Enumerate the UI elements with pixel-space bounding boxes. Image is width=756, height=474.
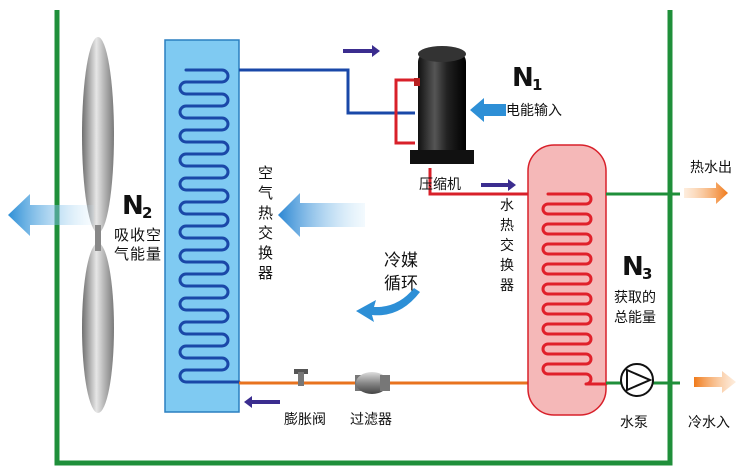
- n1-description: 电能输入: [506, 103, 562, 119]
- discharge-pipe-main: [428, 168, 548, 196]
- water-exchanger-coil: [541, 192, 608, 386]
- hot-water-out-label: 热水出: [690, 160, 732, 176]
- suction-pipe: [239, 68, 415, 115]
- refrigerant-label-line1: 冷媒: [384, 251, 418, 271]
- pump-label: 水泵: [620, 415, 648, 431]
- air-outflow-arrow: [8, 194, 94, 236]
- compressor-icon: [410, 46, 474, 164]
- n3-line1: 获取的: [614, 290, 656, 306]
- n3-line2: 总能量: [614, 310, 656, 326]
- refrigerant-label-line2: 循环: [384, 274, 418, 294]
- filter-label: 过滤器: [350, 412, 392, 428]
- air-exchanger-coil: [178, 68, 241, 384]
- outer-frame: [54, 10, 673, 466]
- flow-arrow-discharge: [481, 179, 516, 191]
- water-exchanger-label: 水热交换器: [500, 198, 514, 294]
- cold-water-arrow: [694, 371, 736, 393]
- n1-subscript: 1: [532, 76, 542, 94]
- n1-letter: N: [512, 63, 534, 93]
- n2-letter: N: [122, 191, 144, 221]
- discharge-pipe: [394, 78, 415, 145]
- cold-water-in-label: 冷水入: [688, 415, 730, 431]
- air-exchanger-label: 空气热交换器: [258, 164, 273, 282]
- n2-row2: 气能: [114, 245, 145, 263]
- electric-input-arrow: [470, 98, 506, 122]
- n2-subscript: 2: [142, 204, 152, 222]
- n2-col-right: 空量: [146, 226, 161, 263]
- filter-icon: [355, 372, 390, 394]
- air-inflow-arrow: [278, 193, 365, 237]
- compressor-label: 压缩机: [419, 177, 461, 193]
- fan-icon: [82, 37, 114, 413]
- n3-subscript: 3: [642, 265, 652, 283]
- flow-arrow-top: [343, 45, 380, 57]
- pump-icon: [620, 363, 654, 397]
- refrigerant-cycle-arrow: [356, 288, 420, 322]
- hot-water-arrow: [684, 182, 728, 204]
- n3-letter: N: [622, 252, 644, 282]
- expansion-valve-label: 膨胀阀: [284, 411, 326, 428]
- flow-arrow-bottom: [244, 396, 280, 408]
- expansion-valve-icon: [294, 369, 308, 386]
- n2-row1: 吸收: [114, 226, 145, 244]
